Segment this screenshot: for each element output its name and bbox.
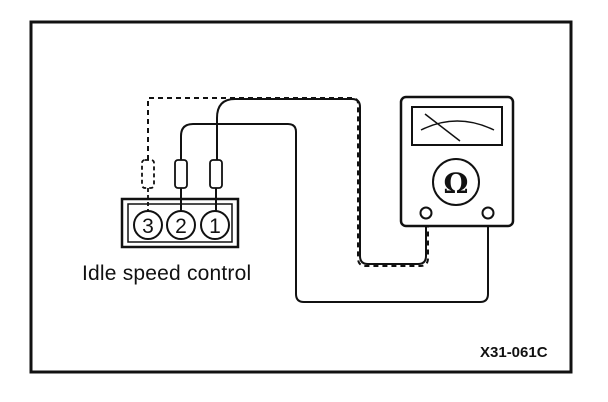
probe-pin1 xyxy=(209,159,223,212)
probe-pin2 xyxy=(174,159,188,212)
meter-needle xyxy=(424,113,461,142)
meter-terminal-right xyxy=(481,206,495,220)
meter-terminal-left xyxy=(419,206,433,220)
wire-pin2 xyxy=(180,123,489,303)
wire-pin1 xyxy=(216,98,427,265)
probe-pin3 xyxy=(141,159,155,212)
pin-3-label: 3 xyxy=(142,215,154,238)
pin-2-label: 2 xyxy=(175,215,187,238)
pin-1-label: 1 xyxy=(209,215,221,238)
component-caption: Idle speed control xyxy=(82,262,252,285)
ohmmeter: Ω xyxy=(399,95,515,228)
wire-pin3-dashed xyxy=(147,97,429,267)
ohm-dial xyxy=(432,158,480,206)
figure-border xyxy=(29,20,573,374)
ohm-symbol: Ω xyxy=(444,167,469,200)
meter-scale-arc xyxy=(420,120,495,131)
figure-code: X31-061C xyxy=(480,344,548,361)
meter-scale-window xyxy=(411,106,503,146)
